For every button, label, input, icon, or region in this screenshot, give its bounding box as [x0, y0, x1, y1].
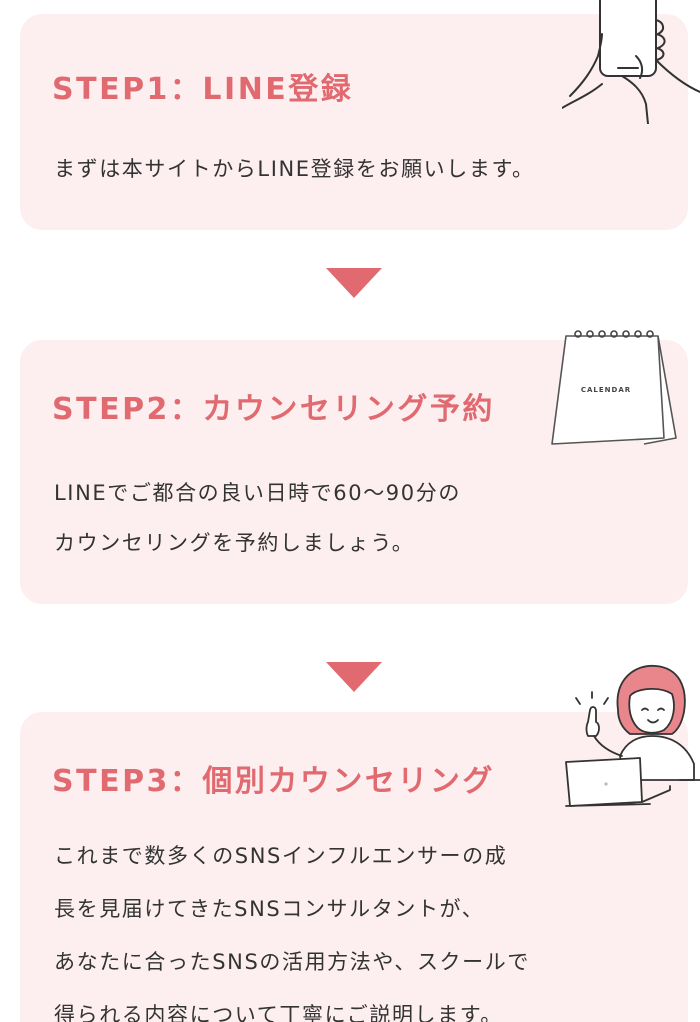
step3-description: これまで数多くのSNSインフルエンサーの成 長を見届けてきたSNSコンサルタント…	[54, 830, 664, 1022]
smartphone-hand-icon	[562, 0, 700, 124]
step1-card: STEP1：LINE登録 まずは本サイトからLINE登録をお願いします。	[20, 14, 688, 230]
down-arrow-icon	[326, 662, 382, 692]
calendar-icon: CALENDAR	[551, 330, 677, 445]
step1-title: STEP1：LINE登録	[52, 72, 354, 107]
step2-description-line: カウンセリングを予約しましょう。	[54, 531, 415, 555]
calendar-label: CALENDAR	[581, 386, 631, 394]
step2-title: STEP2：カウンセリング予約	[52, 392, 495, 427]
step3-title: STEP3：個別カウンセリング	[52, 764, 495, 799]
step2-description-line: LINEでご都合の良い日時で60〜90分の	[54, 481, 461, 505]
step2-description: LINEでご都合の良い日時で60〜90分の カウンセリングを予約しましょう。	[54, 468, 664, 568]
step1-description-line: まずは本サイトからLINE登録をお願いします。	[54, 157, 535, 181]
step3-description-line: これまで数多くのSNSインフルエンサーの成	[54, 844, 508, 868]
person-laptop-icon	[565, 665, 700, 807]
step3-description-line: 得られる内容について丁寧にご説明します。	[54, 1003, 503, 1022]
step3-description-line: あなたに合ったSNSの活用方法や、スクールで	[54, 950, 530, 974]
down-arrow-icon	[326, 268, 382, 298]
step3-description-line: 長を見届けてきたSNSコンサルタントが、	[54, 897, 485, 921]
step1-description: まずは本サイトからLINE登録をお願いします。	[54, 144, 664, 194]
